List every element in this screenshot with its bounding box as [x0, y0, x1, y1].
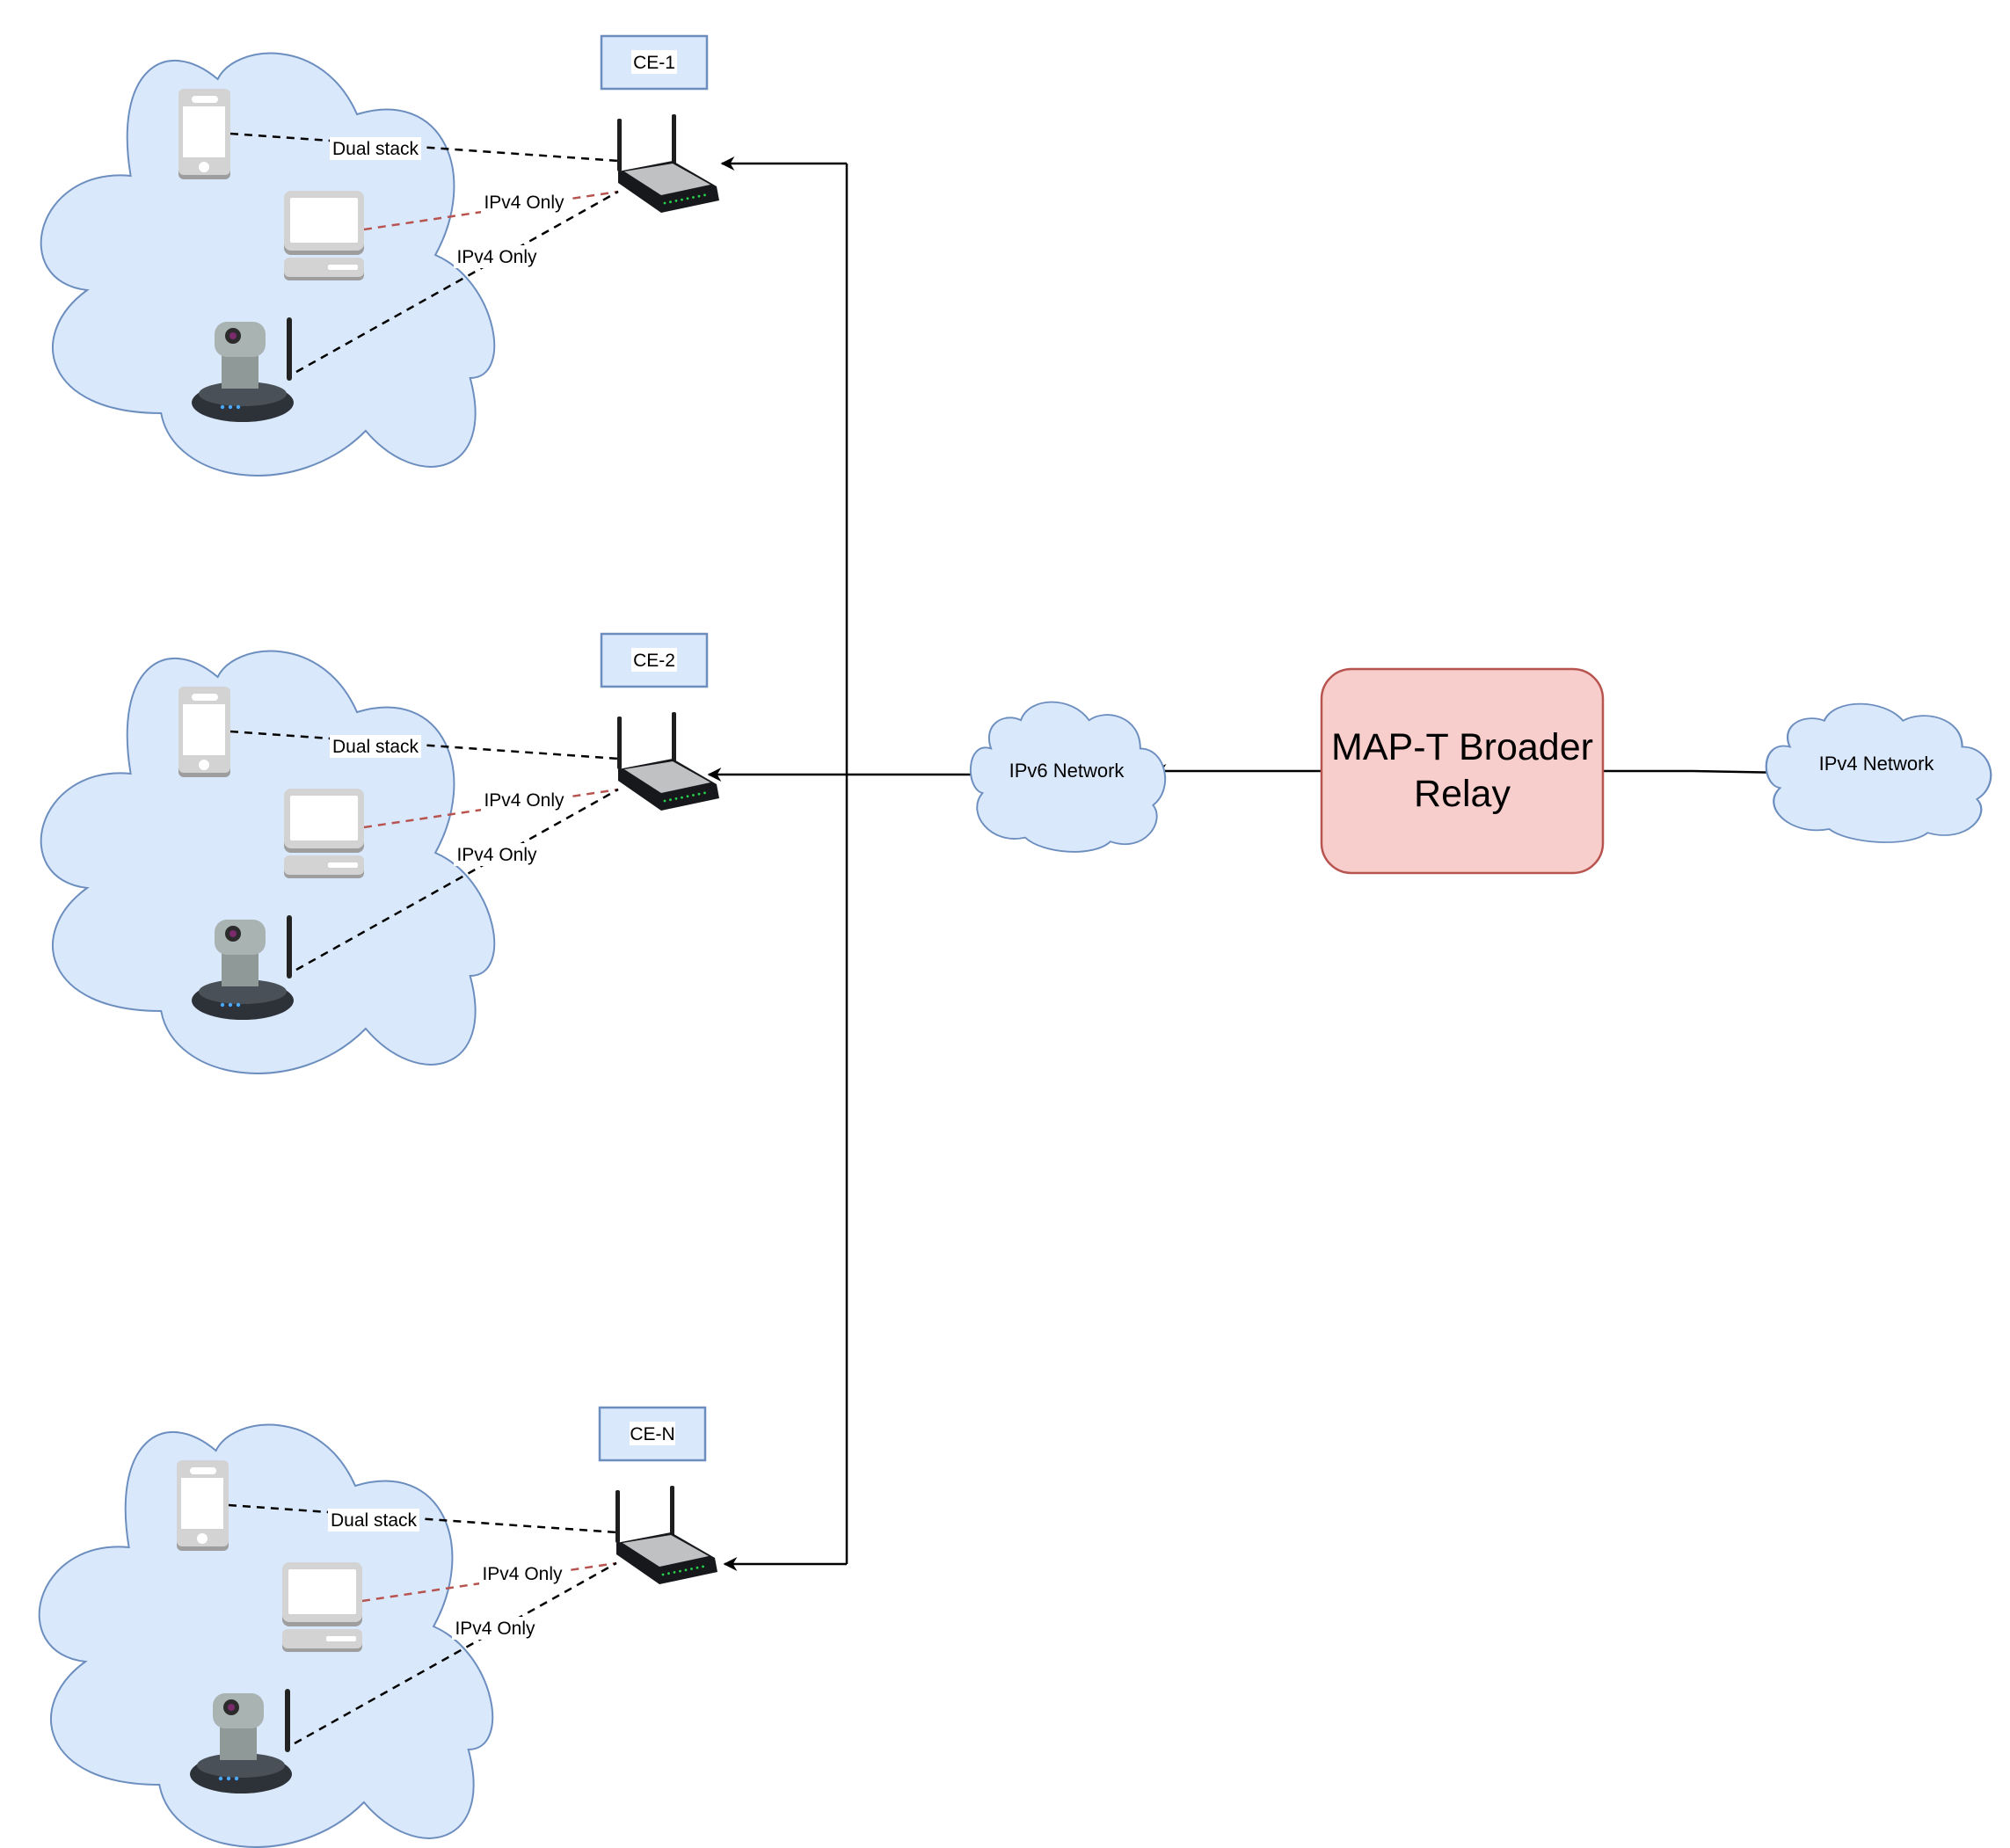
link-label: Dual stack — [330, 735, 421, 758]
link-ip-camera-to-ce — [294, 1561, 617, 1745]
link-ip-camera-to-ce — [295, 190, 619, 374]
link-label: IPv4 Only — [452, 1617, 538, 1640]
relay-box — [1320, 667, 1605, 875]
link-label-text: IPv4 Only — [456, 247, 537, 267]
map-t-relay: MAP-T Broader Relay — [1320, 667, 1605, 875]
ce-label-box: CE-1 — [600, 34, 709, 91]
ip-camera-icon — [190, 1689, 292, 1793]
relay-label-line2: Relay — [1414, 773, 1511, 815]
ipv4-network-label: IPv4 Network — [1819, 753, 1935, 775]
ipv6-network-cloud: IPv6 Network — [969, 701, 1167, 853]
link-label: IPv4 Only — [481, 789, 567, 811]
ipv6-network-label: IPv6 Network — [1009, 760, 1125, 782]
link-label-text: IPv4 Only — [484, 790, 564, 811]
ipv4-network-cloud: IPv4 Network — [1765, 702, 1992, 844]
ce-label-box: CE-2 — [600, 632, 709, 688]
desktop-computer-icon — [284, 789, 364, 878]
ip-camera-icon — [192, 915, 294, 1020]
link-label: IPv4 Only — [481, 191, 567, 214]
link-label: Dual stack — [328, 1509, 419, 1532]
ce-router-icon — [617, 712, 719, 811]
desktop-computer-icon — [284, 191, 364, 280]
smartphone-icon — [178, 89, 230, 179]
relay-label-line1: MAP-T Broader — [1331, 726, 1593, 768]
link-label-text: Dual stack — [332, 139, 419, 159]
link-label-text: IPv4 Only — [456, 845, 537, 865]
ce-label: CE-N — [630, 1424, 674, 1444]
ce-router-icon — [617, 114, 719, 213]
ce-label: CE-1 — [633, 53, 675, 73]
smartphone-icon — [178, 687, 230, 777]
link-label: Dual stack — [330, 137, 421, 160]
link-label: IPv4 Only — [479, 1562, 565, 1585]
ce-label: CE-2 — [633, 651, 675, 671]
link-smartphone-to-ce — [228, 1503, 617, 1534]
link-label: IPv4 Only — [454, 245, 540, 268]
ce-label-box: CE-N — [598, 1406, 707, 1462]
ce-router-icon — [615, 1486, 717, 1584]
smartphone-icon — [177, 1460, 229, 1551]
link-label: IPv4 Only — [454, 843, 540, 866]
link-smartphone-to-ce — [229, 132, 619, 163]
link-smartphone-to-ce — [229, 730, 619, 760]
link-relay-to-ipv4 — [1603, 765, 1788, 780]
link-label-text: Dual stack — [332, 737, 419, 757]
link-label-text: IPv4 Only — [455, 1619, 535, 1639]
link-label-text: Dual stack — [331, 1510, 418, 1531]
desktop-computer-icon — [282, 1562, 362, 1652]
backbone-links — [707, 156, 1788, 1571]
ip-camera-icon — [192, 317, 294, 422]
link-label-text: IPv4 Only — [482, 1564, 563, 1584]
link-label-text: IPv4 Only — [484, 193, 564, 213]
link-ip-camera-to-ce — [295, 788, 619, 971]
